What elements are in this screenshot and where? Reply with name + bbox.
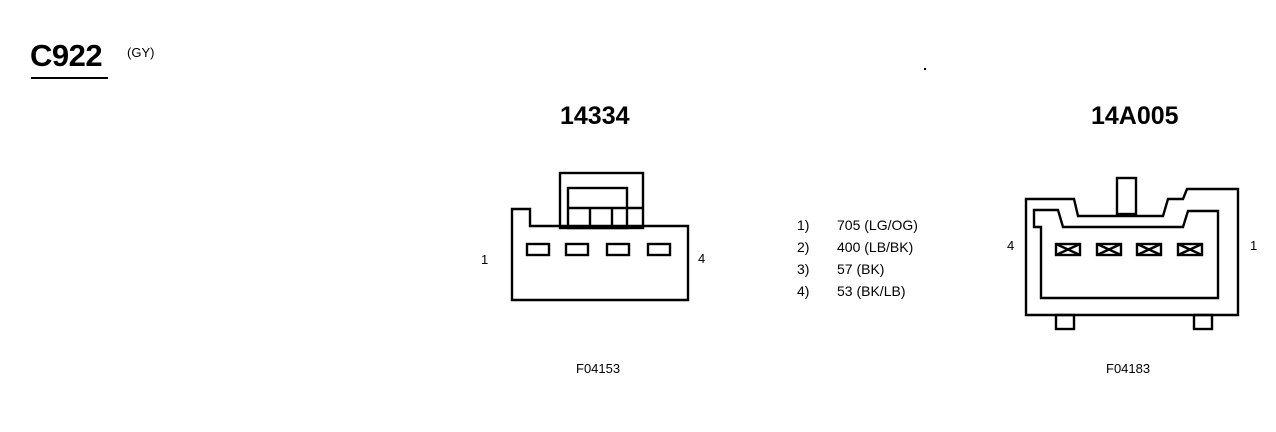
left-connector-body — [510, 207, 690, 302]
left-cavity-4 — [646, 242, 672, 257]
pin-index: 2) — [797, 239, 810, 255]
right-terminal-1 — [1054, 242, 1082, 257]
pin-circuit: 705 (LG/OG) — [837, 217, 918, 233]
left-cavity-1 — [525, 242, 551, 257]
pinout-row: 2) 400 (LB/BK) — [797, 238, 918, 260]
pin-circuit: 57 (BK) — [837, 261, 885, 277]
left-figure-code: F04153 — [576, 361, 621, 376]
left-cavity-3 — [605, 242, 631, 257]
left-pin-start-label: 1 — [481, 252, 489, 267]
pin-index: 3) — [797, 261, 810, 277]
right-terminal-2 — [1095, 242, 1123, 257]
left-connector-drawing — [510, 171, 690, 302]
connector-id-underline — [31, 77, 108, 79]
pin-circuit: 53 (BK/LB) — [837, 283, 906, 299]
pinout-row: 3) 57 (BK) — [797, 260, 918, 282]
left-part-number: 14334 — [560, 102, 630, 130]
right-terminal-4 — [1176, 242, 1204, 257]
right-figure-code: F04183 — [1106, 361, 1151, 376]
right-connector-drawing — [1024, 176, 1240, 331]
pinout-row: 1) 705 (LG/OG) — [797, 216, 918, 238]
right-part-number: 14A005 — [1091, 102, 1179, 130]
right-foot-left — [1054, 313, 1076, 331]
pinout-row: 4) 53 (BK/LB) — [797, 282, 918, 304]
left-cavity-2 — [564, 242, 590, 257]
pin-index: 1) — [797, 217, 810, 233]
connector-id: C922 — [30, 38, 103, 73]
scan-speck — [924, 68, 926, 70]
right-top-tab — [1115, 176, 1138, 216]
connector-color: (GY) — [127, 45, 155, 60]
left-pin-end-label: 4 — [698, 251, 706, 266]
left-latch-frame — [558, 171, 645, 230]
right-pin-start-label: 4 — [1007, 238, 1015, 253]
pin-circuit: 400 (LB/BK) — [837, 239, 914, 255]
pinout-list: 1) 705 (LG/OG) 2) 400 (LB/BK) 3) 57 (BK)… — [797, 216, 918, 304]
right-pin-end-label: 1 — [1250, 238, 1258, 253]
right-terminal-3 — [1135, 242, 1163, 257]
right-inner-frame — [1032, 208, 1220, 300]
right-foot-right — [1192, 313, 1214, 331]
pin-index: 4) — [797, 283, 810, 299]
right-outer-shell — [1024, 187, 1240, 317]
